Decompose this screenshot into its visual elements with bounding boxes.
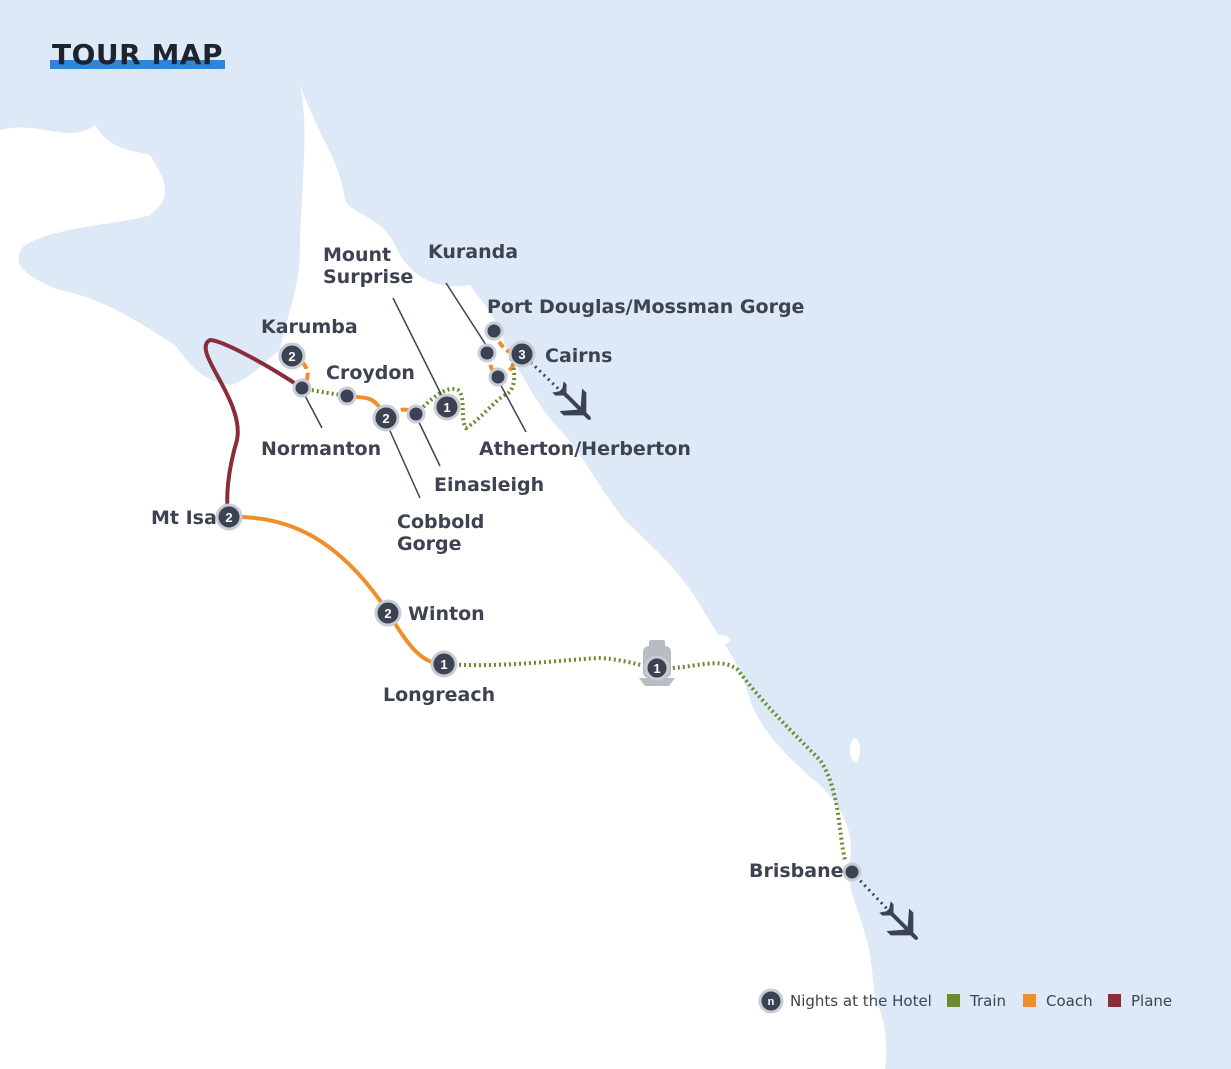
label-croydon: Croydon [326, 362, 415, 384]
land-mass [0, 85, 887, 1069]
plane-route [203, 337, 304, 519]
train-route [414, 355, 517, 431]
label-kuranda: Kuranda [428, 241, 518, 263]
legend: n Nights at the Hotel Train Coach Plane [758, 988, 1172, 1014]
label-port-douglas: Port Douglas/Mossman Gorge [487, 296, 804, 318]
flight-path-cairns [520, 352, 570, 400]
coach-route [227, 514, 446, 667]
island [850, 738, 860, 762]
page-title: TOUR MAP [52, 38, 224, 71]
legend-coach-label: Coach [1046, 992, 1093, 1010]
island [62, 209, 78, 221]
label-normanton: Normanton [261, 438, 381, 460]
svg-text:1: 1 [440, 657, 447, 672]
stop-einasleigh [406, 404, 426, 424]
label-winton: Winton [408, 603, 485, 625]
label-mount-surprise-1: Mount [323, 244, 391, 266]
stop-atherton [488, 367, 508, 387]
nights-badge-karumba: 2 [278, 342, 306, 370]
train-route [301, 386, 348, 398]
stop-croydon [337, 386, 357, 406]
svg-text:1: 1 [443, 400, 450, 415]
label-atherton: Atherton/Herberton [479, 438, 691, 460]
legend-plane-label: Plane [1131, 992, 1172, 1010]
legend-nights-symbol: n [768, 996, 775, 1008]
title-underline [50, 60, 226, 69]
svg-text:1: 1 [653, 661, 660, 676]
nights-badge-winton: 2 [374, 599, 402, 627]
svg-text:2: 2 [384, 606, 391, 621]
nights-badge-cairns: 3 [508, 340, 536, 368]
map-title: TOUR MAP [50, 38, 226, 71]
legend-train-swatch [947, 994, 960, 1007]
label-brisbane: Brisbane [749, 860, 844, 882]
label-mt-isa: Mt Isa [151, 507, 217, 529]
stop-markers [292, 321, 862, 882]
label-einasleigh: Einasleigh [434, 474, 544, 496]
stop-kuranda [477, 343, 497, 363]
legend-nights-label: Nights at the Hotel [790, 992, 932, 1010]
label-longreach: Longreach [383, 684, 495, 706]
nights-badge-cobbold: 2 [372, 404, 400, 432]
nights-badge-mt-isa: 2 [215, 503, 243, 531]
svg-text:2: 2 [225, 510, 232, 525]
train-route [443, 655, 847, 861]
nights-badge-mount-surprise: 1 [433, 393, 461, 421]
svg-text:3: 3 [518, 347, 525, 362]
nights-badge-train: 1 [644, 655, 670, 681]
legend-coach-swatch [1023, 994, 1036, 1007]
legend-train-label: Train [969, 992, 1006, 1010]
label-cairns: Cairns [545, 345, 612, 367]
label-karumba: Karumba [261, 316, 358, 338]
stop-normanton [292, 378, 312, 398]
svg-text:2: 2 [382, 411, 389, 426]
stop-brisbane [842, 862, 862, 882]
label-cobbold-gorge-1: Cobbold [397, 511, 484, 533]
stop-port-douglas [484, 321, 504, 341]
label-mount-surprise-2: Surprise [323, 266, 413, 288]
nights-badge-longreach: 1 [430, 650, 458, 678]
legend-nights-icon [758, 988, 784, 1014]
island [710, 635, 730, 645]
label-cobbold-gorge-2: Gorge [397, 533, 462, 555]
svg-text:2: 2 [288, 349, 295, 364]
legend-plane-swatch [1108, 994, 1121, 1007]
